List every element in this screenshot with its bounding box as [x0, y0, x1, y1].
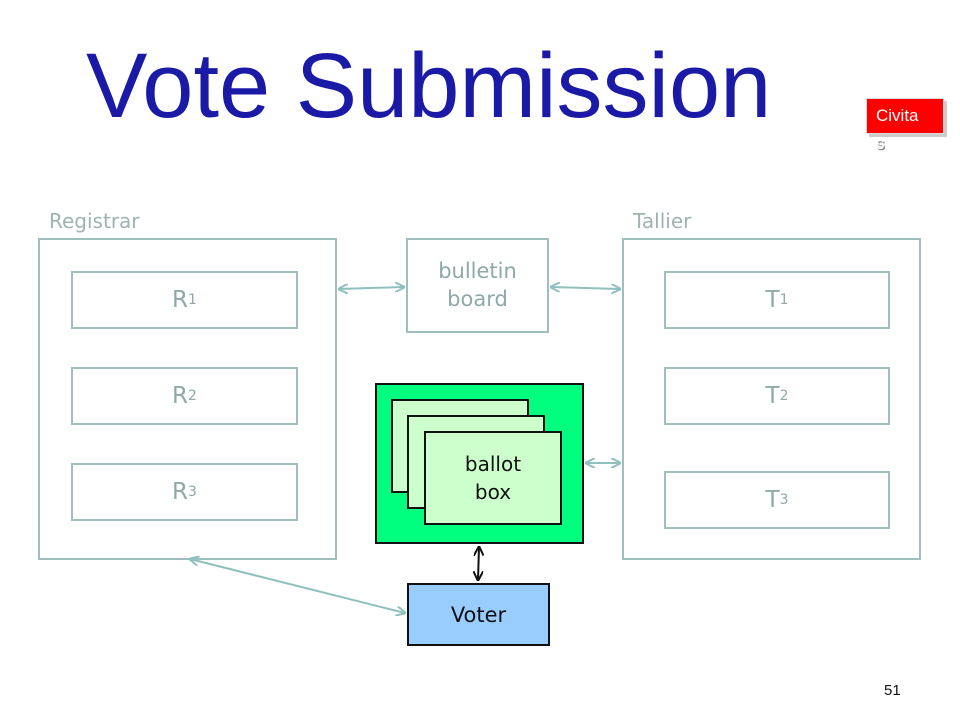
registrar-r3-sub: 3 — [188, 484, 197, 500]
voter-label: Voter — [450, 602, 507, 627]
registrar-group — [38, 238, 337, 560]
bulletin-board-line1: bulletin — [438, 259, 517, 284]
registrar-r2-name: R — [172, 383, 189, 409]
tallier-t2-name: T — [765, 383, 780, 409]
tallier-t3-sub: 3 — [779, 492, 789, 508]
registrar-label: Registrar — [49, 209, 140, 233]
voter-box: Voter — [407, 583, 550, 646]
registrar-r2-sub: 2 — [188, 388, 197, 404]
civitas-badge-line2: s — [876, 134, 885, 153]
arrow-voter-ballotbox — [478, 547, 479, 580]
arrow-voter-registrar — [190, 559, 405, 613]
tallier-t2-sub: 2 — [779, 388, 789, 404]
tallier-t1-sub: 1 — [779, 292, 789, 308]
registrar-r1-name: R — [172, 287, 189, 313]
bulletin-board-line2: board — [447, 286, 508, 311]
registrar-r3-name: R — [172, 479, 189, 505]
tallier-t1-name: T — [765, 287, 780, 313]
tallier-t3-name: T — [765, 487, 780, 513]
page-number: 51 — [884, 682, 901, 699]
registrar-r1-sub: 1 — [188, 292, 197, 308]
arrow-registrar-bulletin — [339, 287, 404, 289]
civitas-badge: Civita s — [866, 98, 944, 152]
ballot-box-line2: box — [474, 480, 512, 504]
ballot-box-line1: ballot — [464, 452, 522, 476]
civitas-badge-line1: Civita — [876, 106, 919, 125]
arrow-bulletin-tallier — [551, 287, 620, 289]
bulletin-board: bulletin board — [406, 238, 549, 333]
slide-title: Vote Submission — [86, 35, 772, 137]
tallier-group — [622, 238, 921, 560]
ballot-card-front: ballot box — [424, 431, 562, 525]
tallier-label: Tallier — [633, 209, 692, 233]
